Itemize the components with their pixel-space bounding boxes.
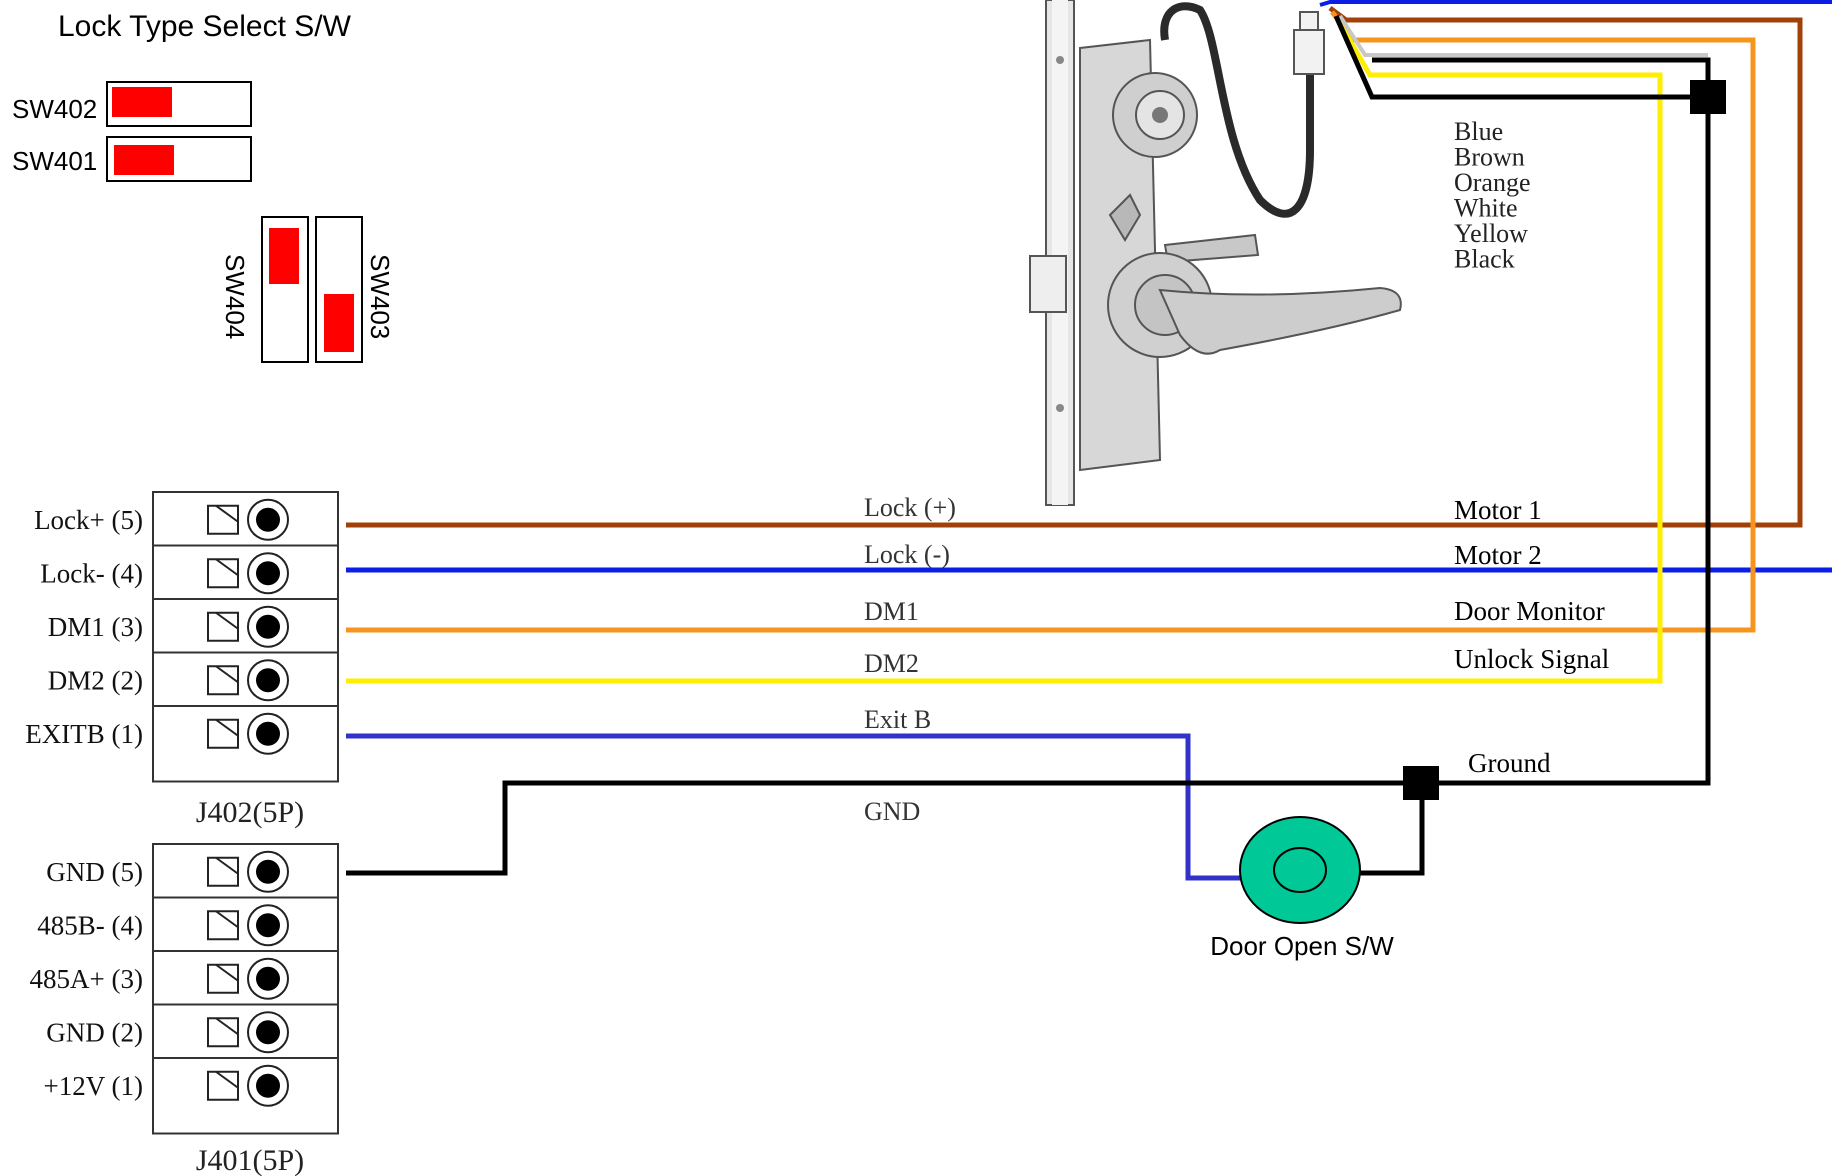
j402-pin-label: Lock+ (5) <box>34 505 143 535</box>
wire-blue-top <box>1319 0 1832 7</box>
terminal-clamp-mark <box>215 910 239 929</box>
signal-lock-minus: Lock (-) <box>864 540 950 569</box>
legend-item-brown: Brown <box>1454 143 1525 172</box>
j401-pin-label: GND (2) <box>46 1017 143 1047</box>
sw401-label: SW401 <box>12 146 97 176</box>
signal-dm2: DM2 <box>864 649 919 678</box>
terminal-block-j402: Lock+ (5) Lock- (4) DM1 (3) DM2 (2) EXITB (1… <box>25 491 339 783</box>
j401-pin-label: +12V (1) <box>44 1071 143 1101</box>
signal-lock-plus: Lock (+) <box>864 493 956 522</box>
lock-select-title: Lock Type Select S/W <box>58 10 352 43</box>
signal-exitb: Exit B <box>864 705 931 734</box>
terminal-block-j401: GND (5) 485B- (4) 485A+ (3) GND (2) +12V (1) <box>30 843 339 1135</box>
door-open-switch[interactable]: Door Open S/W <box>1210 816 1394 961</box>
j402-housing <box>152 491 339 783</box>
j402-pin-label: DM1 (3) <box>48 612 143 642</box>
terminal-screw-head <box>256 1073 280 1098</box>
terminal-clamp-mark <box>215 558 239 577</box>
terminal-clamp-mark <box>215 1070 239 1089</box>
j401-pin-label: 485B- (4) <box>37 910 143 940</box>
j401-pin-label: 485A+ (3) <box>30 964 143 994</box>
terminal-screw-head <box>256 966 280 991</box>
legend-item-yellow: Yellow <box>1454 219 1528 248</box>
sw402-knob[interactable] <box>112 87 172 117</box>
lock-type-select: Lock Type Select S/W SW402 SW401 SW404 S… <box>12 10 395 363</box>
ground-junction-top <box>1690 80 1726 114</box>
wire-dm2 <box>346 18 1663 684</box>
j402-label: J402(5P) <box>196 796 304 829</box>
j402-pin-label: EXITB (1) <box>25 719 143 749</box>
terminal-screw-head <box>256 913 280 938</box>
function-door-monitor: Door Monitor <box>1454 596 1605 626</box>
sw402-label: SW402 <box>12 94 97 124</box>
wire-gnd <box>346 780 1425 876</box>
lock-cable <box>1160 2 1314 218</box>
lock-connector <box>1293 29 1325 75</box>
door-open-button[interactable] <box>1239 816 1361 924</box>
signal-dm1: DM1 <box>864 597 919 626</box>
terminal-screw-head <box>256 1020 280 1045</box>
function-motor2: Motor 2 <box>1454 540 1542 570</box>
wire-exit-b <box>346 733 1242 881</box>
wire-black-lock <box>1333 14 1708 100</box>
legend-item-black: Black <box>1454 245 1515 274</box>
sw404-knob[interactable] <box>269 228 299 284</box>
terminal-clamp-mark <box>215 963 239 982</box>
function-unlock-signal: Unlock Signal <box>1454 644 1609 674</box>
terminal-clamp-mark <box>215 504 239 523</box>
terminal-screw-head <box>256 614 280 639</box>
j402-pin-label: DM2 (2) <box>48 665 143 695</box>
sw401-knob[interactable] <box>114 145 174 175</box>
terminal-clamp-mark <box>215 718 239 737</box>
terminal-clamp-mark <box>215 1017 239 1036</box>
legend-item-white: White <box>1454 194 1518 223</box>
door-open-button-inner <box>1273 847 1327 893</box>
terminal-screw-head <box>256 561 280 586</box>
wire-ground-return <box>1372 57 1711 786</box>
terminal-clamp-icon <box>207 1017 239 1048</box>
sw404-label: SW404 <box>220 254 250 339</box>
j401-housing <box>152 843 339 1135</box>
lever-handle <box>1158 286 1402 355</box>
signal-labels: Lock (+) Lock (-) DM1 DM2 Exit B GND <box>864 493 956 826</box>
legend-item-orange: Orange <box>1454 168 1531 197</box>
function-ground: Ground <box>1468 748 1551 778</box>
j401-pin-label: GND (5) <box>46 857 143 887</box>
function-motor1: Motor 1 <box>1454 495 1542 525</box>
ground-junction <box>1403 766 1439 800</box>
j402-pin-label: Lock- (4) <box>40 558 143 588</box>
latch-bolt <box>1029 255 1067 313</box>
mortise-lock-illustration <box>1029 0 1402 506</box>
terminal-screw-head <box>256 507 280 532</box>
j401-label: J401(5P) <box>196 1144 304 1176</box>
terminal-clamp-mark <box>215 856 239 875</box>
legend-item-blue: Blue <box>1454 117 1503 146</box>
wire-white <box>1338 14 1708 57</box>
terminal-screw-head <box>256 668 280 693</box>
door-open-label: Door Open S/W <box>1210 931 1394 961</box>
terminal-clamp-mark <box>215 611 239 630</box>
signal-gnd: GND <box>864 797 920 826</box>
function-labels: Motor 1 Motor 2 Door Monitor Unlock Sign… <box>1454 495 1609 778</box>
sw403-label: SW403 <box>365 254 395 339</box>
sw403-knob[interactable] <box>324 294 354 352</box>
terminal-clamp-mark <box>215 665 239 684</box>
terminal-screw-head <box>256 859 280 884</box>
terminal-screw-head <box>256 721 280 746</box>
wires <box>346 0 1832 881</box>
